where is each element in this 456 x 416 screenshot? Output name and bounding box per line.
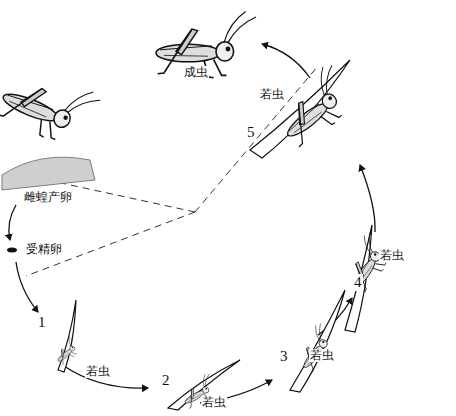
nymph-3: [290, 322, 340, 374]
callout-number: 4: [353, 274, 363, 291]
callout-number: 2: [161, 372, 171, 389]
stage-label: 若虫: [379, 249, 405, 262]
stage-label: 若虫: [309, 349, 335, 362]
callout-number: 1: [37, 314, 47, 331]
stage-label: 雌蝗产卵: [23, 191, 73, 204]
stage-label: 受精卵: [25, 243, 63, 256]
nymph-4: [337, 231, 396, 294]
nymph-5: [268, 62, 361, 150]
stage-label: 若虫: [201, 396, 227, 409]
callout-number: 5: [246, 124, 256, 141]
callout-number: 3: [279, 348, 289, 365]
stage-label: 成虫: [183, 66, 209, 79]
soil: [2, 157, 95, 190]
grass-blade: [58, 60, 372, 410]
egg: [7, 248, 17, 253]
nymph-1: [51, 335, 84, 367]
cycle-arrow: [9, 44, 375, 403]
stage-label: 若虫: [85, 365, 111, 378]
stage-label: 若虫: [259, 88, 285, 101]
female-laying: [0, 61, 102, 151]
